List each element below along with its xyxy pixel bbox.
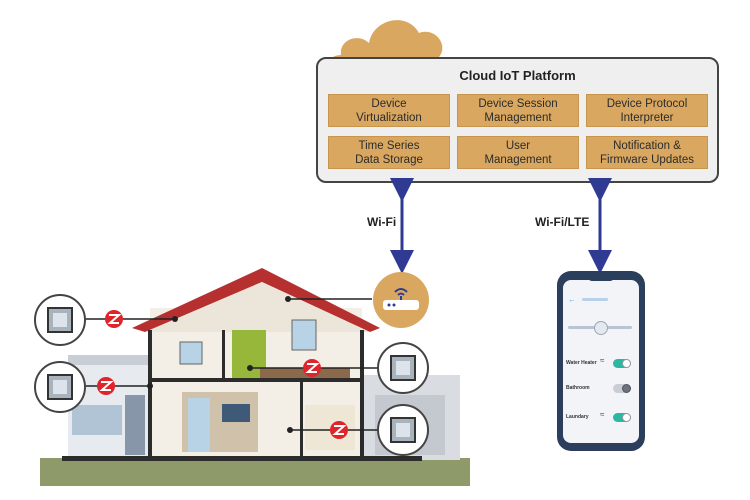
wifi-label: Wi-Fi [367,215,397,229]
sensor-device-icon [34,294,86,346]
zigbee-icon [105,310,123,328]
service-device-session-management: Device Session Management [457,94,579,127]
laundary-toggle[interactable] [613,413,631,422]
service-device-protocol-interpreter: Device Protocol Interpreter [586,94,708,127]
service-label: Notification & Firmware Updates [600,139,694,166]
platform-title: Cloud IoT Platform [459,68,576,83]
phone-notch [588,275,614,281]
row-label-laundary: Laundary [566,414,589,420]
service-device-virtualization: Device Virtualization [328,94,450,127]
slider-handle[interactable] [594,321,608,335]
bathroom-toggle[interactable] [613,384,631,393]
water-heater-toggle[interactable] [613,359,631,368]
zigbee-icon [330,421,348,439]
service-time-series-storage: Time Series Data Storage [328,136,450,169]
zigbee-icon [97,377,115,395]
wifi-lte-label: Wi-Fi/LTE [535,215,590,229]
sensor-device-icon [377,342,429,394]
wifi-icon: ≈ [600,356,605,365]
service-label: User Management [484,139,552,166]
wifi-icon: ≈ [600,410,605,419]
sensor-device-icon [34,361,86,413]
service-notification-firmware: Notification & Firmware Updates [586,136,708,169]
cloud-platform-panel: Cloud IoT Platform Device Virtualization… [316,57,719,183]
wifi-router-icon [373,272,429,328]
service-label: Device Session Management [478,97,558,124]
service-label: Device Protocol Interpreter [606,97,688,124]
header-bar [582,298,608,301]
service-label: Time Series Data Storage [355,139,423,166]
service-user-management: User Management [457,136,579,169]
zigbee-icon [303,359,321,377]
row-label-bathroom: Bathroom [566,385,590,391]
row-label-water-heater: Water Heater [566,360,597,366]
service-label: Device Virtualization [356,97,422,124]
sensor-device-icon [377,404,429,456]
back-arrow-icon: ← [568,295,576,304]
